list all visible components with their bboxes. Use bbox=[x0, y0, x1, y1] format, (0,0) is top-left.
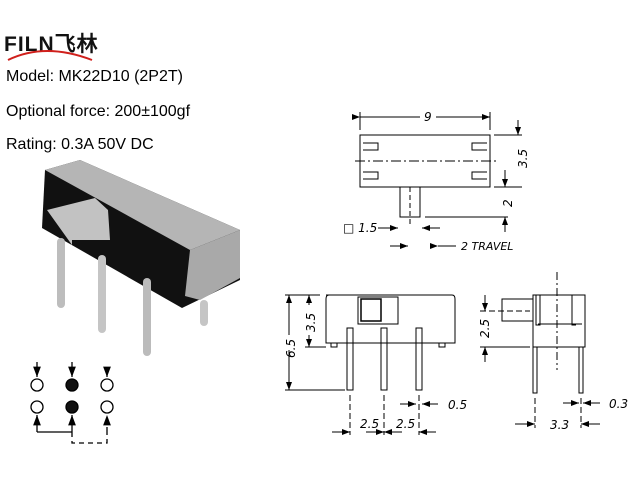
circuit-schematic bbox=[30, 362, 114, 444]
dim-pitch-2: 2.5 bbox=[396, 417, 415, 431]
dim-travel: 2 TRAVEL bbox=[461, 240, 513, 253]
dim-front-total-height: 6.5 bbox=[284, 339, 298, 358]
front-view-drawing bbox=[285, 294, 456, 435]
logo-swoosh bbox=[7, 50, 93, 61]
dim-front-body-height: 3.5 bbox=[304, 313, 318, 332]
side-view-drawing bbox=[480, 272, 600, 428]
top-view-drawing bbox=[352, 112, 522, 249]
dim-top-height: 3.5 bbox=[516, 149, 530, 168]
dim-shaft-square: □ 1.5 bbox=[343, 221, 377, 235]
dim-side-pin-thickness: 0.3 bbox=[609, 397, 628, 411]
dim-pin-width: 0.5 bbox=[448, 398, 467, 412]
terminal-common bbox=[65, 400, 79, 414]
dim-side-actuator-height: 2.5 bbox=[478, 319, 492, 338]
dim-pitch-1: 2.5 bbox=[360, 417, 379, 431]
dim-side-pin-spacing: 3.3 bbox=[550, 418, 569, 432]
dim-shaft-length: 2 bbox=[501, 199, 515, 207]
terminal bbox=[100, 378, 114, 392]
terminal bbox=[30, 378, 44, 392]
rating-text: Rating: 0.3A 50V DC bbox=[6, 136, 154, 153]
dim-top-width: 9 bbox=[424, 110, 432, 124]
brand-cn: 飞林 bbox=[54, 33, 99, 56]
terminal bbox=[30, 400, 44, 414]
model-text: Model: MK22D10 (2P2T) bbox=[6, 68, 183, 85]
force-text: Optional force: 200±100gf bbox=[6, 103, 191, 120]
terminal bbox=[100, 400, 114, 414]
terminal-common bbox=[65, 378, 79, 392]
switch-photo bbox=[42, 160, 240, 356]
